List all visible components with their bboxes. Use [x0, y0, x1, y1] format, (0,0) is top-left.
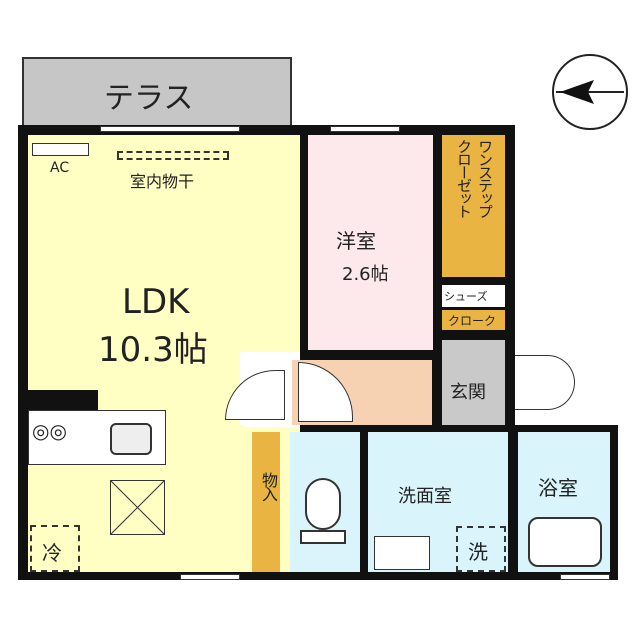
- shoe-label-2: クローク: [448, 314, 497, 328]
- range-hood-icon: [110, 480, 165, 535]
- drying-rail: [117, 151, 229, 160]
- bathroom: 浴室: [518, 432, 610, 572]
- bathtub-icon: [528, 517, 602, 567]
- shoe-closet-label-box: クローク: [442, 310, 505, 330]
- stove-icon: ◎◎: [32, 419, 67, 443]
- front-door[interactable]: [515, 355, 575, 410]
- ldk-size: 10.3帖: [98, 330, 208, 370]
- entrance: 玄関: [442, 340, 505, 425]
- window[interactable]: [180, 574, 240, 580]
- western-size: 2.6帖: [342, 264, 389, 285]
- terrace-label: テラス: [104, 81, 194, 116]
- room-western: [308, 135, 433, 350]
- shoe-closet: シューズ: [442, 285, 505, 307]
- sink-icon: [110, 423, 152, 455]
- storage-label: 物入: [259, 472, 278, 500]
- shoe-label-1: シューズ: [444, 290, 488, 303]
- western-label: 洋室: [336, 229, 376, 253]
- ldk-label: LDK: [122, 282, 190, 322]
- ac-label: AC: [50, 160, 70, 176]
- closet-label-1: ワンステップ: [476, 139, 494, 217]
- washroom-label: 洗面室: [398, 486, 452, 507]
- fridge-label: 冷: [42, 541, 62, 565]
- toilet-icon: [305, 478, 341, 530]
- closet-label-2: クローゼット: [455, 139, 473, 217]
- washer-space: 洗: [456, 526, 506, 572]
- entrance-label: 玄関: [450, 382, 486, 403]
- ac-unit: [32, 143, 89, 156]
- bath-label: 浴室: [538, 476, 578, 500]
- storage: 物入: [252, 432, 280, 572]
- north-compass-icon: [552, 54, 628, 130]
- washroom: 洗面室 洗: [368, 432, 508, 572]
- window[interactable]: [560, 574, 610, 580]
- closet: ワンステップ クローゼット: [442, 135, 505, 277]
- wash-basin-icon: [374, 536, 430, 570]
- drying-label: 室内物干: [130, 172, 195, 191]
- washer-label: 洗: [468, 540, 488, 564]
- fridge-space: 冷: [30, 525, 80, 572]
- window[interactable]: [330, 126, 400, 132]
- terrace: テラス: [22, 57, 292, 127]
- window[interactable]: [100, 126, 240, 132]
